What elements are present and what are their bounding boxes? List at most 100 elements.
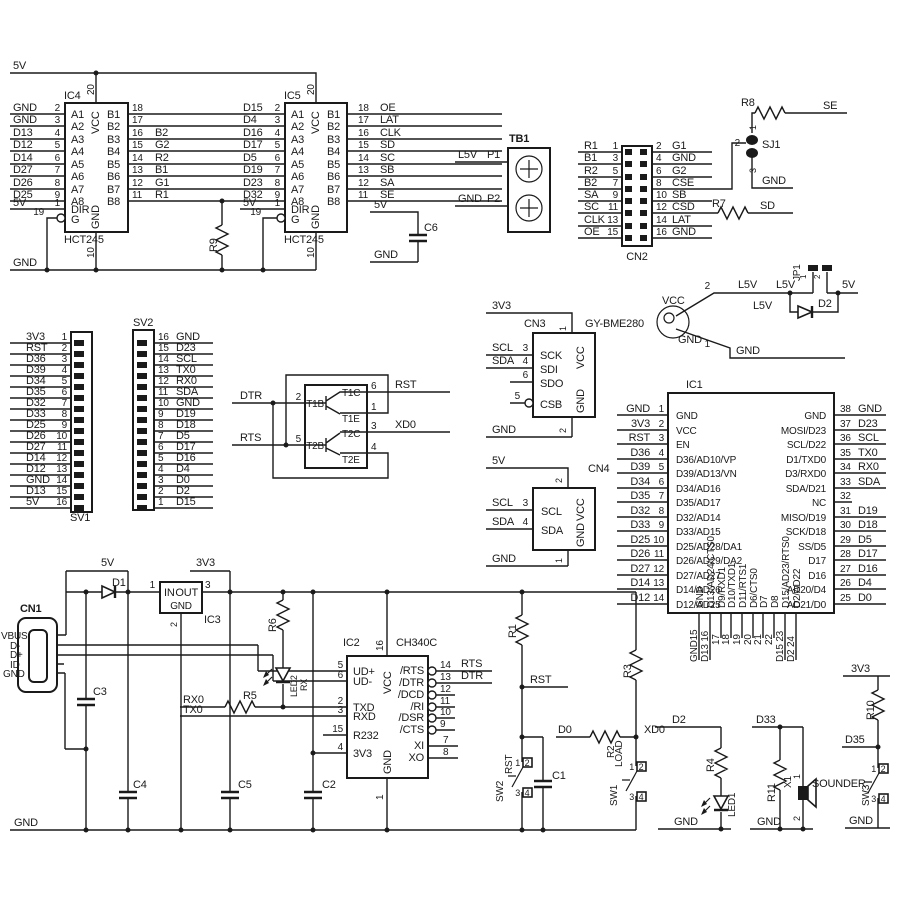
ic2_inner_right-label: XO — [409, 752, 425, 764]
ic1_lnets-label: 3V3 — [631, 418, 650, 430]
ic1_inner_right-label: D3/RXD0 — [785, 469, 826, 480]
ic1_bottom_inner-label: D13/AD24/CTS0 — [706, 535, 717, 608]
tb1-label: P2 — [487, 193, 500, 205]
ic5_rpins-label: 15 — [358, 140, 369, 151]
sv2_pins-label: 4 — [158, 464, 164, 475]
cn3-label: SDO — [540, 378, 564, 390]
capacitor-symbols — [77, 233, 552, 800]
sj1_r7r8-label: SE — [823, 100, 837, 112]
ic1_bottom_inner-label: D9/RXD1 — [717, 567, 728, 608]
ic4_pins-label: 3 — [55, 115, 61, 126]
cn3-label: SDA — [492, 355, 515, 367]
ic4_rnets-label: R1 — [155, 189, 169, 201]
ic1_lpins-label: 11 — [654, 549, 665, 560]
ic2_rpins-label: 7 — [443, 735, 449, 746]
jack-label: JP1 — [792, 264, 803, 281]
right_bottom-label: D2 — [672, 714, 686, 726]
ic1_inner_right-label: AD21/D0 — [787, 600, 827, 611]
sw_digits-label: 4 — [639, 792, 644, 802]
transistors-label: 2 — [296, 392, 302, 403]
cn3-label: 3V3 — [492, 300, 511, 312]
ic5_rpins-label: 14 — [358, 153, 369, 164]
sw_digits-label: 2 — [639, 762, 644, 772]
ic4_pins-label: 7 — [55, 165, 61, 176]
cn2_lnets-label: B1 — [584, 152, 597, 164]
ic1_rnets-label: D16 — [858, 563, 878, 575]
sw_region-label: R1 — [507, 624, 519, 638]
cn3-label: CN3 — [524, 318, 545, 330]
ic5_inner_b-label: B8 — [327, 196, 340, 208]
cn2_rnets-label: GND — [672, 152, 696, 164]
ic1_bottom_inner-label: GND — [695, 586, 706, 608]
ic4_rpins-label: 13 — [132, 165, 143, 176]
cn2_rnets-label: GND — [672, 226, 696, 238]
ic1_lnets-label: D39 — [630, 461, 650, 473]
cn4-label: 1 — [554, 558, 564, 563]
ic1_inner_right-label: D1/TXD0 — [786, 455, 826, 466]
sv1_pins-label: 4 — [62, 365, 68, 376]
wires-ic1 — [617, 414, 886, 660]
ic1_bottom_outer-label: D15 23 — [775, 630, 786, 662]
led2-icon — [274, 667, 292, 683]
cn2_rpins-label: 8 — [656, 178, 662, 189]
cn3-box — [532, 332, 596, 418]
ic1_inner_left-label: D25/AD28/DA1 — [676, 542, 743, 553]
ic5_inner_a-label: A8 — [291, 196, 304, 208]
ic1_rnets-label: D4 — [858, 577, 872, 589]
ic1_rpins-label: 28 — [840, 549, 851, 560]
sv2_pins-label: 10 — [158, 398, 169, 409]
ic1_bottom_inner-label: D15/AD23/RTS0 — [781, 536, 792, 608]
ic2_rpins-label: 8 — [443, 747, 449, 758]
sv1_nets-label: GND — [26, 474, 50, 486]
ic4_inner_b-label: B7 — [107, 184, 120, 196]
ic1_lpins-label: 14 — [653, 593, 664, 604]
ic1_rnets-label: RX0 — [858, 461, 879, 473]
ic1_lnets-label: D36 — [630, 447, 650, 459]
right_bottom-label: SOUNDER — [812, 778, 866, 790]
ic5-label: 20 — [306, 84, 317, 95]
cn2_lnets-label: SC — [584, 201, 599, 213]
ic1_lnets-label: D27 — [630, 563, 650, 575]
ic2_rpins-label: 11 — [440, 696, 451, 707]
ic4_inner_a-label: A5 — [71, 159, 84, 171]
cn1-label: D+ — [10, 650, 23, 661]
transistors-label: T2E — [342, 455, 360, 466]
d2-diode-icon — [797, 304, 815, 320]
ic4_rpins-label: 14 — [132, 153, 143, 164]
sv2_pins-label: 13 — [158, 365, 169, 376]
ic4_rpins-label: 15 — [132, 140, 143, 151]
rails-label: GND — [13, 257, 37, 269]
diode-symbols — [101, 304, 815, 815]
power_left-label: OUT — [175, 587, 198, 599]
ic1_bottom_outer-label: 20 — [743, 634, 754, 645]
sv2_pins-label: 1 — [158, 497, 164, 508]
right_bottom-label: D35 — [845, 734, 865, 746]
sj1_r7r8-label: SJ1 — [762, 139, 780, 151]
sv2_pins-label: 7 — [158, 431, 164, 442]
sv2_nets-label: TX0 — [176, 364, 196, 376]
cn2_lnets-label: SA — [584, 189, 599, 201]
switch-symbols — [508, 757, 889, 804]
ic5_nets-label: D23 — [243, 177, 263, 189]
ic1_inner_right-label: MOSI/D23 — [781, 426, 827, 437]
ic4_inner_a-label: A6 — [71, 171, 84, 183]
cn2_lnets-label: OE — [584, 226, 600, 238]
transistors-label: T1C — [342, 388, 360, 399]
ic2_inner_left-label: TXD — [353, 702, 375, 714]
power_left-label: D1 — [112, 577, 126, 589]
ic5_rpins-label: 18 — [358, 103, 369, 114]
cn2_rpins-label: 6 — [656, 166, 662, 177]
sv1_nets-label: D13 — [26, 485, 46, 497]
tb1-label: TB1 — [509, 133, 529, 145]
jack-label: 5V — [842, 279, 856, 291]
cn1-label: D- — [10, 641, 20, 652]
cn2_rnets-label: CSD — [672, 201, 695, 213]
ic5_inner_a-label: A2 — [291, 121, 304, 133]
sv1_pins-label: 3 — [62, 354, 68, 365]
ic5_rpins-label: 17 — [358, 115, 369, 126]
right_bottom-label: SW3 — [861, 784, 872, 806]
transistors-label: RST — [395, 379, 417, 391]
sj1_r7r8-label: GND — [762, 175, 786, 187]
sv2_nets-label: D16 — [176, 452, 196, 464]
